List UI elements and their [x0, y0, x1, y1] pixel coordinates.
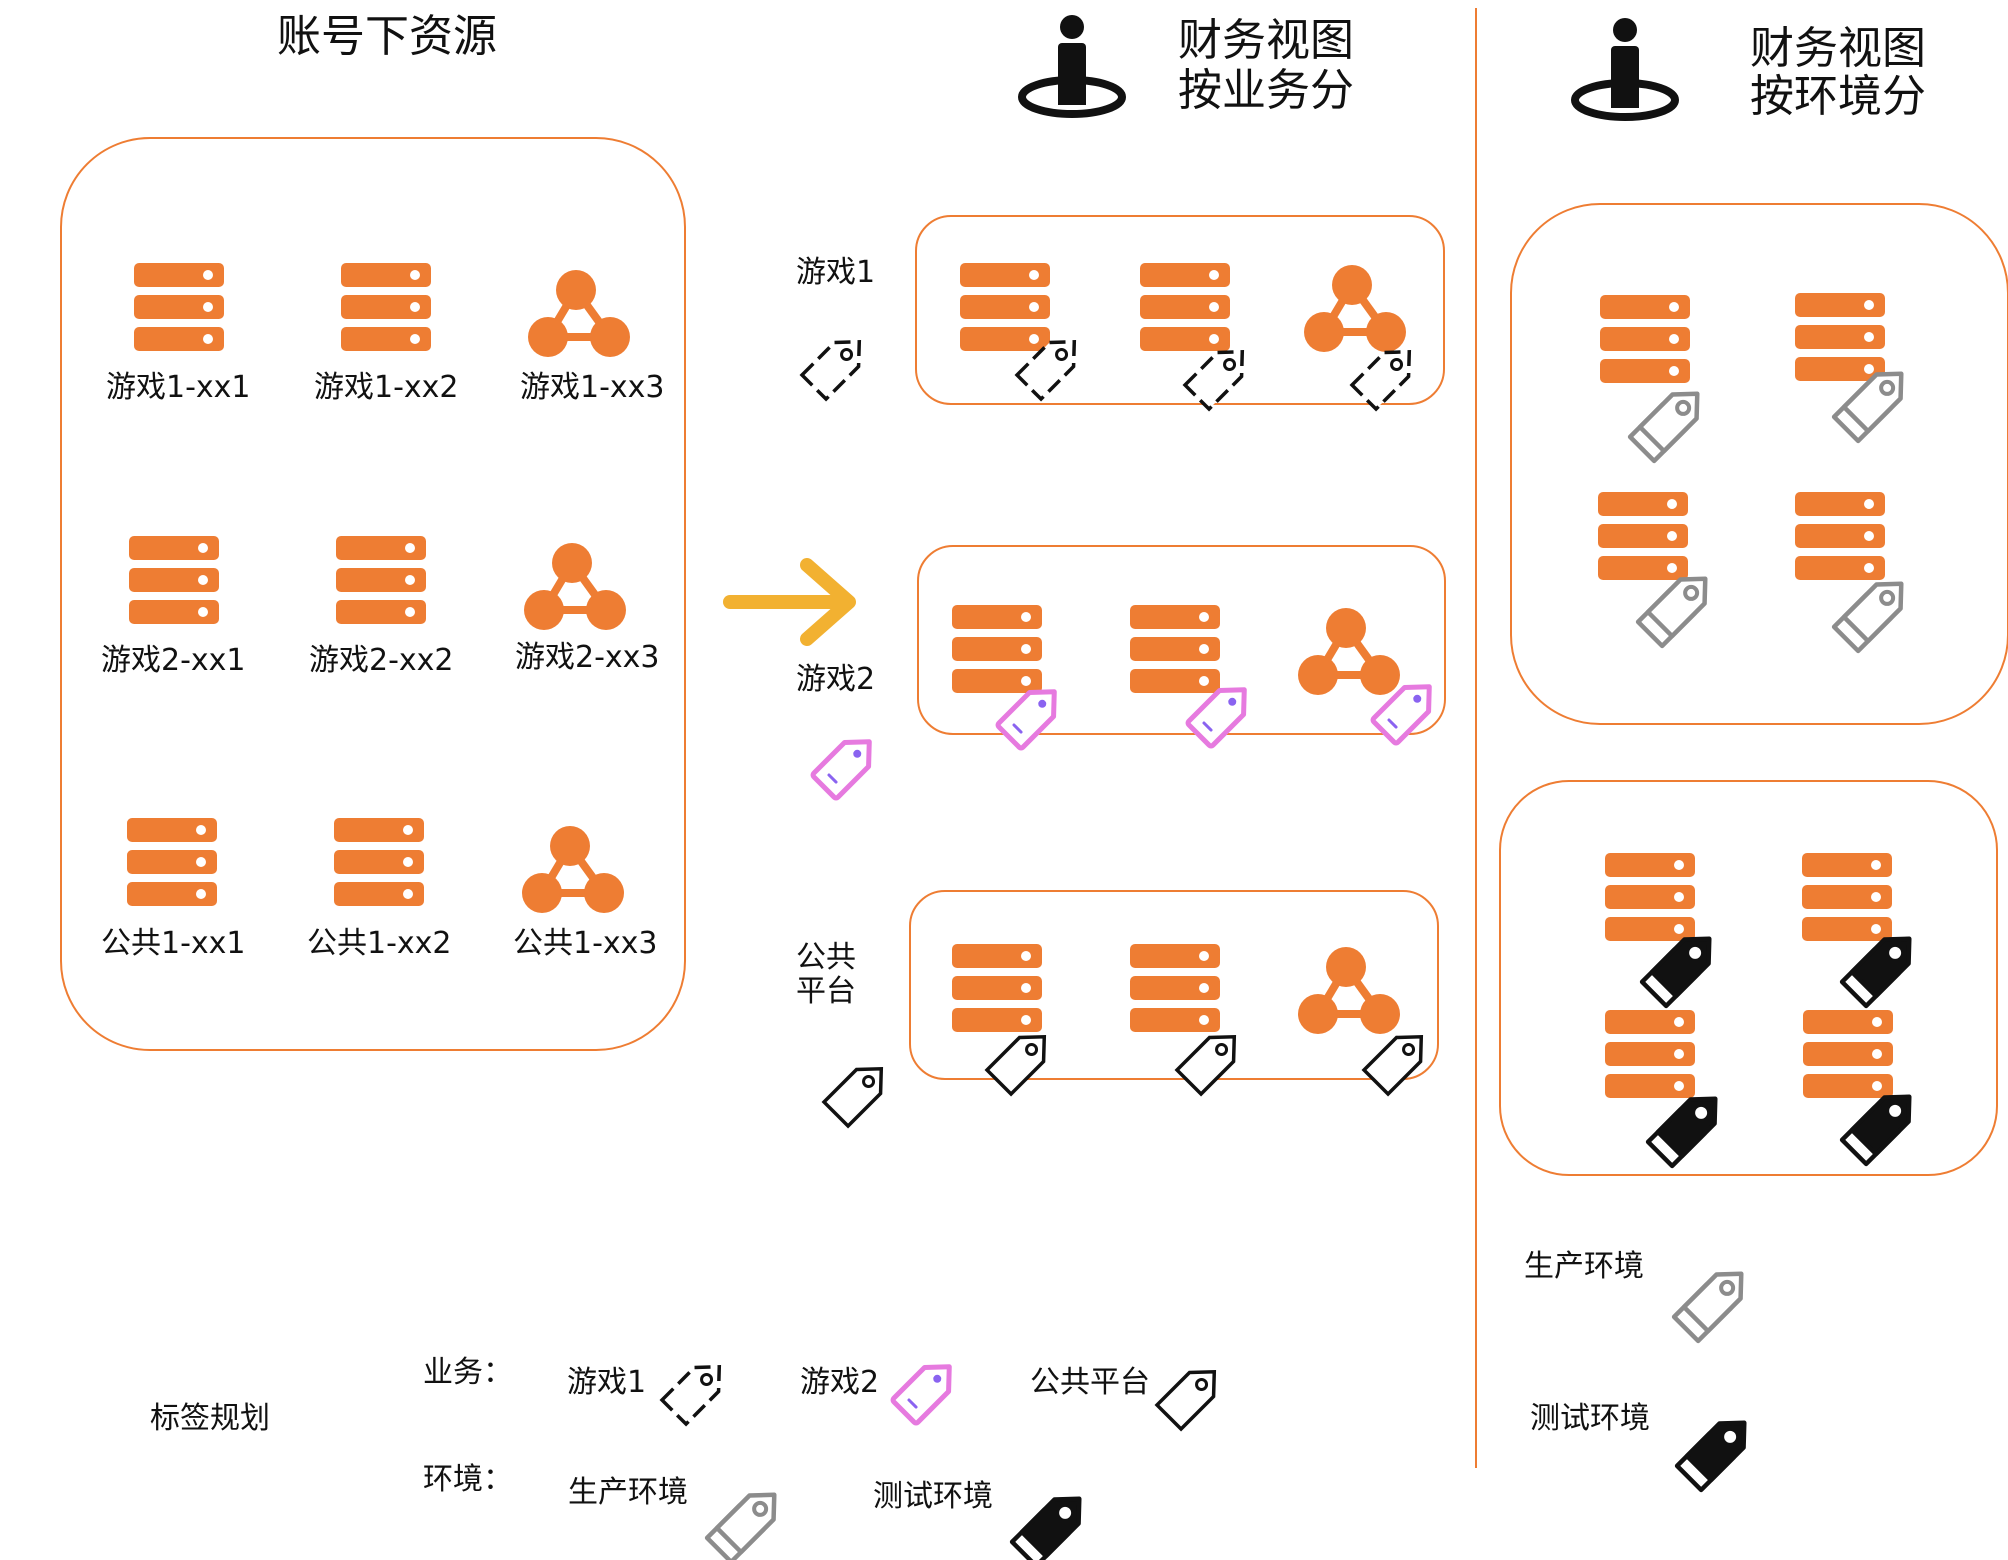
tag-icon-production [1618, 355, 1728, 445]
tag-icon-game2 [1175, 663, 1265, 733]
resource-label: 公共1-xx3 [513, 926, 658, 961]
tag-icon-test [1000, 1460, 1110, 1550]
left-panel-title: 账号下资源 [277, 11, 497, 62]
tag-icon-public [1352, 1010, 1442, 1080]
middle-title-line2: 按业务分 [1178, 65, 1354, 116]
tag-icon-test [1636, 1060, 1746, 1150]
tag-icon-game2 [880, 1340, 970, 1410]
plan-business-game2: 游戏2 [800, 1365, 880, 1400]
tag-icon-game2 [1360, 660, 1450, 730]
plan-env-production: 生产环境 [568, 1475, 688, 1510]
network-icon [526, 270, 636, 365]
tag-icon-public [812, 1042, 902, 1112]
tag-icon-test [1830, 1058, 1940, 1148]
network-icon [520, 826, 630, 921]
server-icon [127, 818, 217, 906]
resource-label: 公共1-xx1 [101, 926, 246, 961]
server-icon [336, 536, 426, 624]
tag-icon-public [1145, 1345, 1235, 1415]
tag-icon-production [1626, 540, 1736, 630]
server-icon [134, 263, 224, 351]
server-icon [341, 263, 431, 351]
tag-icon-game1 [1173, 325, 1263, 395]
right-title-line2: 按环境分 [1750, 71, 1926, 122]
plan-business-public: 公共平台 [1030, 1365, 1150, 1400]
group-label-public-line1: 公共 [796, 940, 856, 975]
group-label-game2: 游戏2 [796, 662, 876, 697]
tag-icon-production [1822, 335, 1932, 425]
right-title-line1: 财务视图 [1750, 23, 1926, 74]
resource-label: 游戏1-xx3 [520, 370, 665, 405]
tag-icon-production [1662, 1235, 1772, 1325]
env-group-test-box [1499, 780, 1998, 1176]
business-label: 业务： [423, 1355, 513, 1390]
tag-icon-game1 [790, 315, 880, 385]
tag-icon-production [1822, 545, 1932, 635]
env-group-production-box [1510, 203, 2008, 725]
plan-env-test: 测试环境 [873, 1479, 993, 1514]
tag-icon-public [975, 1010, 1065, 1080]
resource-label: 游戏1-xx1 [106, 370, 251, 405]
server-icon [334, 818, 424, 906]
network-icon [522, 543, 632, 638]
legend-test-label: 测试环境 [1530, 1401, 1650, 1436]
person-icon [1575, 18, 1685, 130]
server-icon [129, 536, 219, 624]
tag-icon-test [1665, 1384, 1775, 1474]
tag-icon-public [1165, 1010, 1255, 1080]
resource-label: 公共1-xx2 [307, 926, 452, 961]
middle-title-line1: 财务视图 [1178, 15, 1354, 66]
person-icon [1022, 15, 1132, 127]
panel-divider [1475, 8, 1477, 1468]
tag-icon-game2 [985, 665, 1075, 735]
tag-icon-test [1830, 900, 1940, 990]
right-arrow-icon [723, 558, 856, 646]
tag-icon-production [695, 1456, 805, 1546]
tag-icon-game1 [1005, 315, 1095, 385]
group-label-public-line2: 平台 [796, 974, 856, 1009]
resource-label: 游戏2-xx3 [515, 640, 660, 675]
tag-plan-title: 标签规划 [150, 1401, 270, 1436]
resource-label: 游戏2-xx2 [309, 643, 454, 678]
resource-label: 游戏2-xx1 [101, 643, 246, 678]
tag-icon-game1 [650, 1340, 740, 1410]
tag-icon-game2 [800, 715, 890, 785]
tag-icon-game1 [1340, 325, 1430, 395]
env-label: 环境： [423, 1462, 513, 1497]
tag-icon-test [1630, 900, 1740, 990]
group-label-game1: 游戏1 [796, 255, 876, 290]
resource-label: 游戏1-xx2 [314, 370, 459, 405]
legend-production-label: 生产环境 [1524, 1249, 1644, 1284]
plan-business-game1: 游戏1 [567, 1365, 647, 1400]
